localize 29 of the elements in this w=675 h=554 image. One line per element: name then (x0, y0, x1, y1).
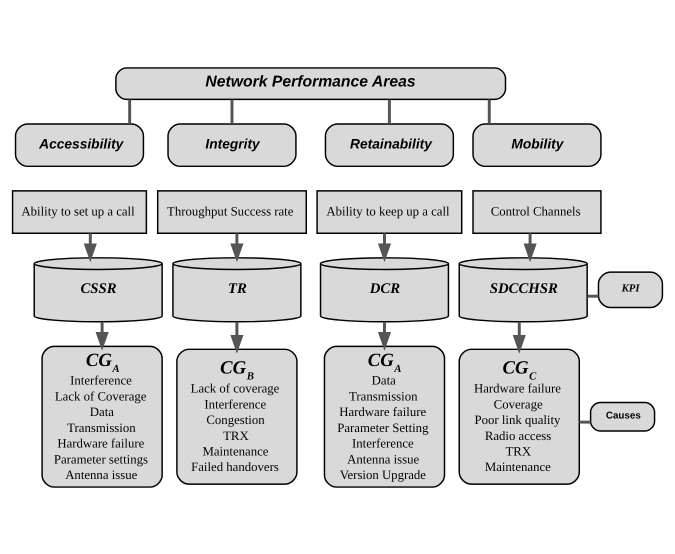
arrow (524, 232, 537, 262)
node-box: Mobility (472, 122, 602, 167)
node-box: CG$_{A}$ Interference Lack of Coverage Data Transmission Hardware failure Parameter settings Antenna issue (41, 345, 163, 488)
arrow (84, 232, 97, 262)
arrow (230, 232, 244, 262)
connector (488, 99, 491, 124)
node-box: Accessibility (14, 122, 144, 167)
arrow (96, 321, 109, 350)
node-box: Ability to keep up a call (316, 190, 462, 234)
connector (587, 294, 598, 298)
connector (230, 99, 234, 124)
node-box: Causes (590, 401, 656, 432)
node-box: Retainability (324, 122, 454, 167)
connector (128, 99, 132, 124)
arrow (378, 321, 392, 350)
node-box: Network Performance Areas (115, 66, 506, 100)
arrow (512, 321, 526, 354)
node-box: Integrity (167, 122, 297, 167)
node-box: CG$_{A}$ Data Transmission Hardware failure Parameter Setting Interference Antenna issue Version Upgrade (324, 345, 446, 488)
arrow (378, 232, 392, 262)
connector (579, 420, 591, 424)
node-box: CG$_{B}$ Lack of coverage Interference Congestion TRX Maintenance Failed handovers (176, 348, 298, 484)
node-box: Ability to set up a call (12, 190, 148, 234)
node-box: Control Channels (472, 190, 602, 234)
node-box: KPI (598, 270, 664, 308)
node-box: Throughput Success rate (156, 190, 307, 234)
node-box: CG$_{C}$ Hardware failure Coverage Poor link quality Radio access TRX Maintenance (458, 348, 580, 484)
connector (388, 99, 391, 124)
arrow (230, 321, 244, 354)
